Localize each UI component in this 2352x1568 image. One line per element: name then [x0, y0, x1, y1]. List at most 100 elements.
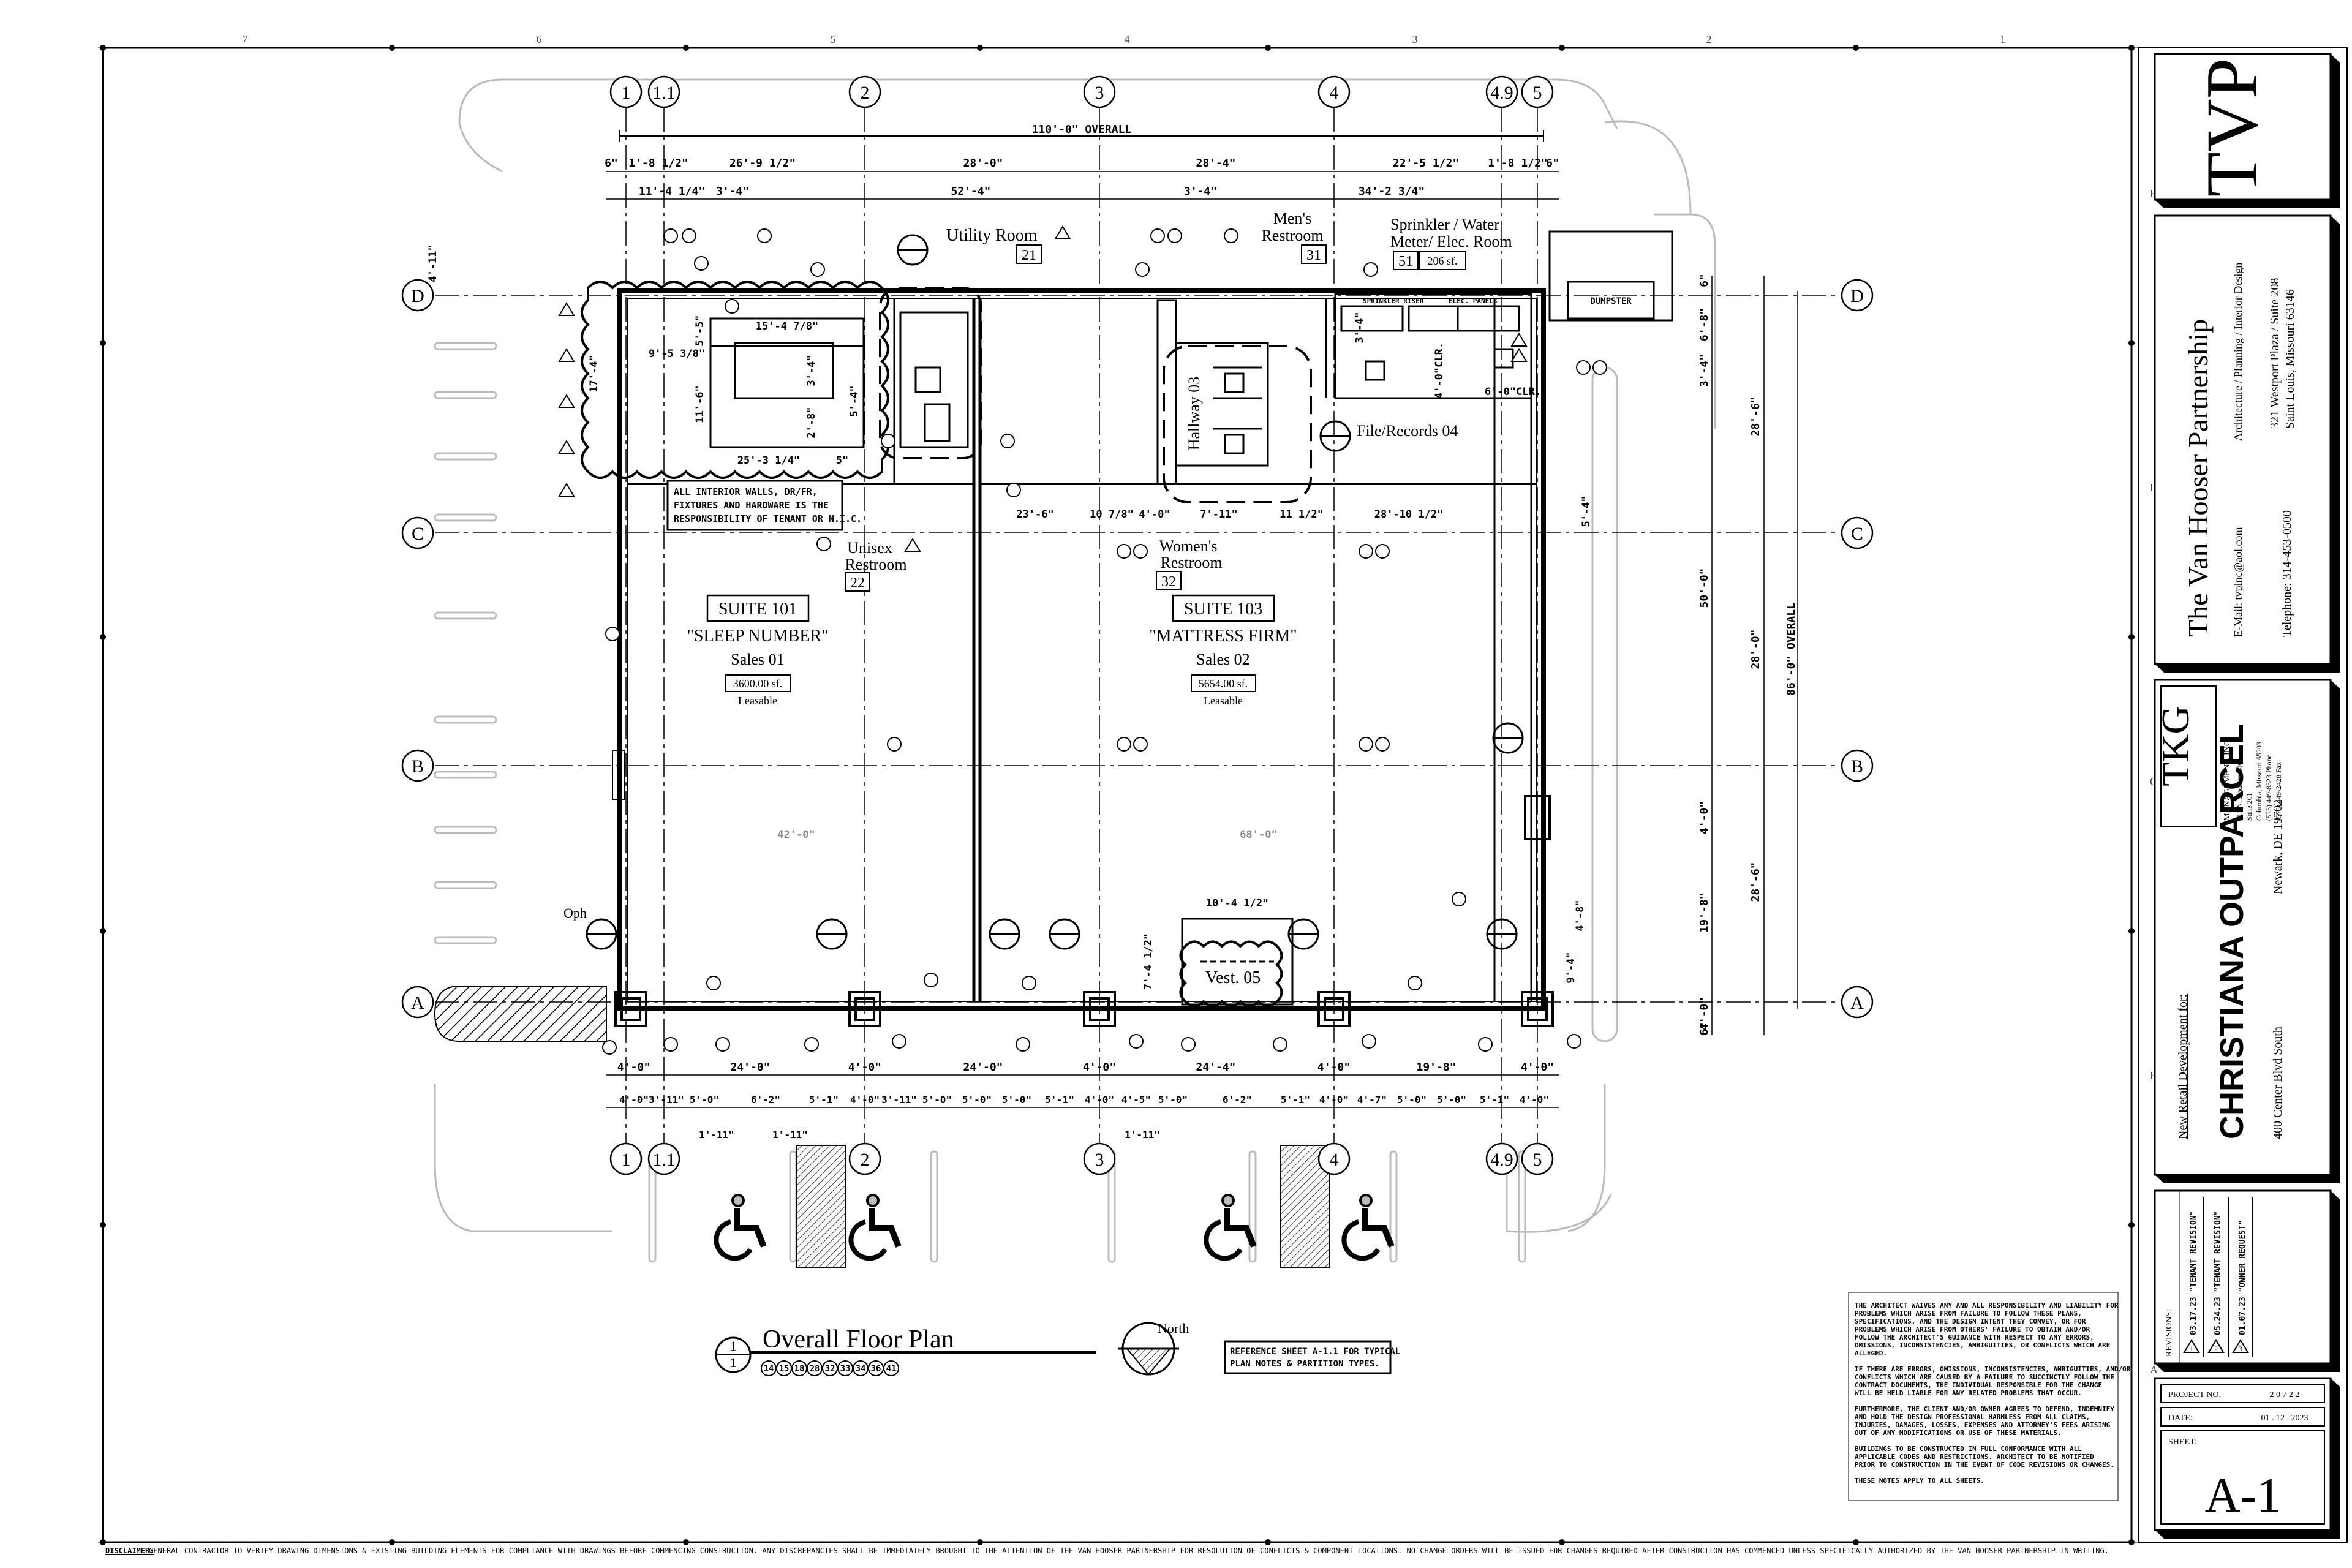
keynote-label: 32	[825, 1364, 835, 1374]
hallway-label: Hallway 03	[1185, 377, 1203, 451]
unisex-restroom-label: Unisex	[847, 539, 892, 557]
dimension-label: 4'-0"	[1317, 1061, 1351, 1074]
dimension-label: 28'-0"	[963, 157, 1003, 170]
unisex-restroom-number: 22	[850, 575, 865, 591]
dimension-label: 22'-5 1/2"	[1393, 157, 1459, 170]
sprinkler-room-number: 51	[1398, 254, 1413, 270]
grid-bubble: A	[1841, 986, 1874, 1019]
note-line: AND HOLD THE DESIGN PROFESSIONAL HARMLES…	[1855, 1413, 2090, 1421]
womens-restroom-label: Restroom	[1160, 554, 1222, 571]
revisions-label: REVISIONS:	[2165, 1310, 2174, 1357]
accessible-parking-icon	[1341, 1194, 1395, 1261]
developer-address-line: Suite 201	[2245, 793, 2253, 821]
utility-room-label: Utility Room	[946, 226, 1038, 245]
dimension-label: 6"	[1698, 1022, 1711, 1036]
exterior-walls	[612, 288, 1546, 1011]
dimension-label: 9'-4"	[1565, 952, 1577, 983]
suite-area: 5654.00 sf.	[1199, 677, 1248, 690]
grid-bubble-label: 4	[1330, 1150, 1339, 1170]
dimension-label: 1'-11"	[699, 1129, 734, 1140]
north-arrow-label: North	[1158, 1321, 1189, 1336]
dimension-label: 6'-8"	[1698, 308, 1711, 341]
grid-bubble: 5	[1521, 1142, 1554, 1175]
note-line: CONFLICTS WHICH ARE CAUSED BY A FAILURE …	[1855, 1373, 2114, 1381]
dimension-label: 6"	[605, 157, 618, 170]
keynote-symbols	[602, 228, 1607, 1055]
dimension-label: 6'-0"CLR.	[1485, 386, 1541, 398]
liability-notes: THE ARCHITECT WAIVES ANY AND ALL RESPONS…	[1848, 1292, 2131, 1501]
top-dimensions-row1: 6" 1'-8 1/2" 26'-9 1/2" 28'-0" 28'-4" 22…	[605, 157, 1559, 170]
dimension-label: 28'-4"	[1196, 157, 1235, 170]
room-labels: Utility Room 21 Men's Restroom 31 Sprink…	[564, 209, 1512, 987]
dimension-label: 5'-4"	[848, 385, 861, 417]
grid-bubble: 1.1	[647, 1142, 680, 1175]
plan-title-keynotes: 14 15 18 28 32 33 34 36 41	[761, 1360, 899, 1376]
developer-address-line: (573) 449-8323 Phone	[2264, 755, 2273, 821]
dimension-label: 6"	[1698, 274, 1711, 287]
row-grid-lines	[435, 295, 1838, 1003]
plan-title: 1 1 Overall Floor Plan	[715, 1325, 1096, 1373]
file-records-label: File/Records 04	[1357, 422, 1458, 440]
utility-room-number: 21	[1022, 247, 1036, 263]
dimension-label: 5'-0"	[1158, 1094, 1188, 1106]
mens-restroom-label: Restroom	[1261, 227, 1323, 244]
grid-bubble: 1.1	[647, 75, 680, 108]
dimension-label: 10 7/8"	[1090, 508, 1134, 521]
dimension-label: 5'-0"	[690, 1094, 719, 1106]
firm-logo-panel: TVP	[2154, 53, 2340, 208]
dimension-label: 4'-0"	[1698, 801, 1711, 834]
dimension-label: 52'-4"	[951, 185, 990, 198]
keynote-label: 14	[764, 1364, 774, 1374]
dimension-label: 26'-9 1/2"	[729, 157, 796, 170]
developer-address-line: (573) 449-2428 Fax	[2274, 762, 2283, 821]
column-bases	[614, 795, 1554, 1027]
revision-number: 3	[2239, 1344, 2242, 1353]
grid-bubble: 2	[848, 1142, 881, 1175]
dimension-label: 28'-6"	[1749, 396, 1762, 436]
grid-bubble: B	[1841, 749, 1874, 782]
keynote-label: 34	[856, 1364, 866, 1374]
grid-bubble-label: 1.1	[652, 83, 676, 103]
firm-phone: Telephone: 314-453-0500	[2280, 510, 2294, 637]
site-context	[434, 78, 1716, 1263]
dimension-label: 68'-0"	[1240, 829, 1277, 841]
crosswalk-hatch	[434, 986, 1330, 1268]
sprinkler-room-area: 206 sf.	[1428, 255, 1458, 267]
dimension-label: 5'-1"	[1045, 1094, 1074, 1106]
dimension-label: 3'-11"	[649, 1094, 684, 1106]
developer-address-line: Columbia, Missouri 65203	[2255, 742, 2263, 821]
grid-bubble-label: 4.9	[1490, 83, 1513, 103]
dimension-label: 4'-0"	[850, 1094, 880, 1106]
top-dimensions-row2: 11'-4 1/4" 3'-4" 52'-4" 3'-4" 34'-2 3/4"	[639, 185, 1425, 198]
grid-bubble-label: 5	[1533, 1150, 1542, 1170]
developer-address-line: 211 N. Stadium Blvd.	[2235, 756, 2244, 821]
disclaimer-label: DISCLAIMER:	[105, 1547, 154, 1555]
keynote-label: 15	[779, 1364, 790, 1374]
border-col-label: 2	[1706, 33, 1712, 45]
developer-name: MANAGEMENT, INC.	[2223, 738, 2232, 821]
revision-text: 03.17.23 "TENANT REVISION"	[2189, 1211, 2198, 1336]
dimension-label: 28'-0"	[1749, 629, 1762, 669]
note-line: WILL BE HELD LIABLE FOR ANY RELATED PROB…	[1855, 1389, 2082, 1397]
suite-103-label: SUITE 103 "MATTRESS FIRM" Sales 02 5654.…	[1149, 594, 1297, 707]
grid-bubble: C	[1841, 516, 1874, 549]
grid-bubble: 4	[1317, 1142, 1351, 1175]
sprinkler-room-label: Sprinkler / Water	[1390, 216, 1499, 233]
border-col-label: 7	[243, 33, 248, 45]
accessible-parking-icon	[848, 1194, 902, 1261]
dimension-label: 4'-11"	[427, 244, 439, 282]
bottom-dimensions-row2: 4'-0" 3'-11" 5'-0" 6'-2" 5'-1" 4'-0" 3'-…	[619, 1094, 1549, 1106]
border-registration-dots	[100, 45, 2135, 1545]
dimension-label: 25'-3 1/4"	[737, 454, 800, 467]
bottom-small-dimensions: 1'-11" 1'-11" 1'-11"	[699, 1129, 1160, 1140]
dimension-label: 5'-1"	[1281, 1094, 1310, 1106]
interior-walls-note: ALL INTERIOR WALLS, DR/FR, FIXTURES AND …	[666, 480, 862, 531]
grid-bubbles-rows: D C B A D C B A	[401, 279, 1874, 1019]
dimension-label: 4'-0"	[1139, 508, 1170, 521]
interior-dimensions: 23'-6" 10 7/8" 4'-0" 7'-11" 11 1/2" 28'-…	[427, 244, 1593, 990]
project-no: 2 0 7 2 2	[2270, 1390, 2300, 1400]
dimension-label: 3'-4"	[1698, 354, 1711, 387]
dimension-label: 5'-0"	[1397, 1094, 1427, 1106]
sprinkler-riser-label: SPRINKLER RISER	[1363, 297, 1424, 305]
